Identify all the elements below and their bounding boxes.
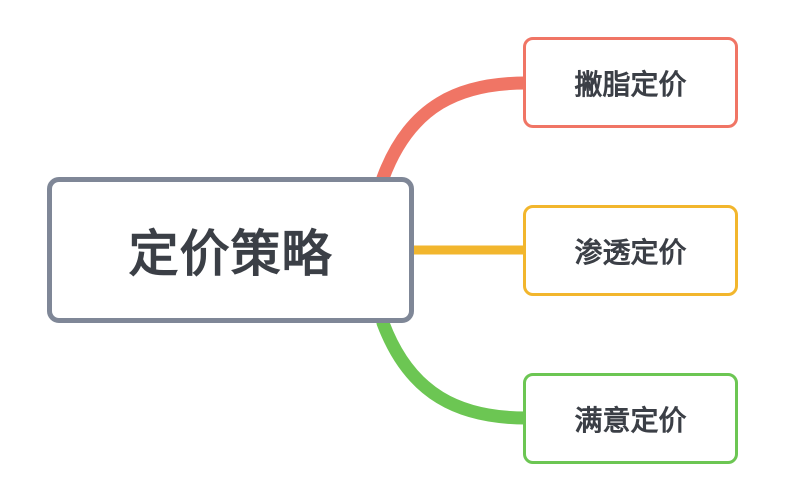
connector-to-satisfaction-pricing — [376, 316, 533, 425]
root-topic-label: 定价策略 — [128, 225, 333, 283]
branch-node-penetration-pricing[interactable]: 渗透定价 — [523, 205, 738, 296]
branch-node-satisfaction-pricing[interactable]: 满意定价 — [523, 373, 738, 464]
branch-label-skimming-pricing: 撇脂定价 — [574, 67, 687, 101]
root-topic-node[interactable]: 定价策略 — [47, 177, 414, 323]
branch-node-skimming-pricing[interactable]: 撇脂定价 — [523, 37, 738, 128]
branch-label-satisfaction-pricing: 满意定价 — [574, 403, 687, 437]
branch-label-penetration-pricing: 渗透定价 — [574, 235, 687, 269]
connector-to-skimming-pricing — [376, 76, 533, 185]
